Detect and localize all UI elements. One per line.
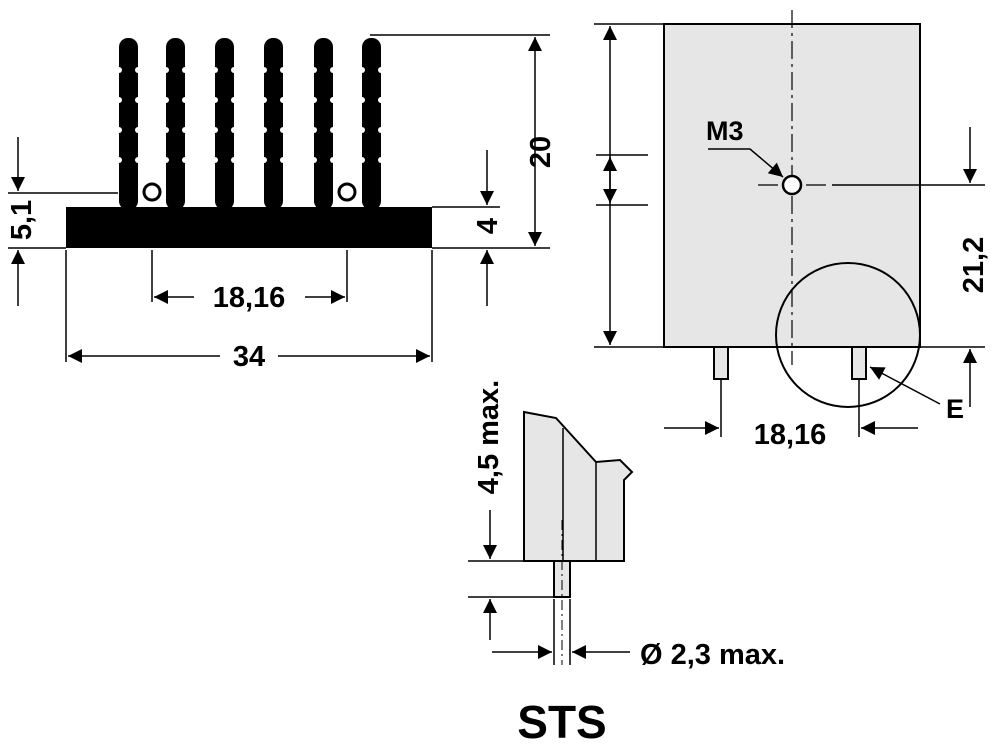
dim-pin-height: 4,5 max.	[473, 380, 505, 494]
screw-channels	[142, 182, 357, 202]
detail-circle	[775, 262, 921, 408]
heatsink-fins	[119, 38, 381, 210]
front-view: 20 5,1 4 18,16 34	[6, 34, 557, 373]
dim-base-thickness: 4	[472, 218, 504, 234]
dim-height-total: 20	[525, 136, 557, 168]
dim-side-height-value: 21,2	[958, 237, 990, 293]
mounting-hole	[781, 174, 803, 196]
dim-width: 34	[233, 341, 265, 373]
heatsink-base	[66, 207, 432, 248]
label-thread: M3	[706, 116, 744, 146]
detail-body	[523, 410, 634, 562]
solder-pin-right	[851, 346, 867, 380]
leader-thread	[708, 148, 784, 178]
solder-pin-left	[713, 346, 729, 380]
detail-extension-lines	[468, 560, 571, 665]
side-view: 21,2 M3 E 18,16	[594, 10, 990, 451]
model-title: STS	[517, 696, 606, 748]
leader-detail	[869, 366, 941, 405]
dim-base-height: 5,1	[6, 200, 38, 240]
fin-serrations	[116, 67, 384, 163]
detail-view: 4,5 max. Ø 2,3 max.	[468, 380, 785, 671]
label-detail: E	[946, 394, 964, 424]
extension-lines	[8, 34, 550, 362]
dim-pin-diameter: Ø 2,3 max.	[640, 639, 785, 671]
dim-pin-spacing: 18,16	[754, 419, 827, 451]
dim-inner-spacing: 18,16	[213, 282, 286, 314]
